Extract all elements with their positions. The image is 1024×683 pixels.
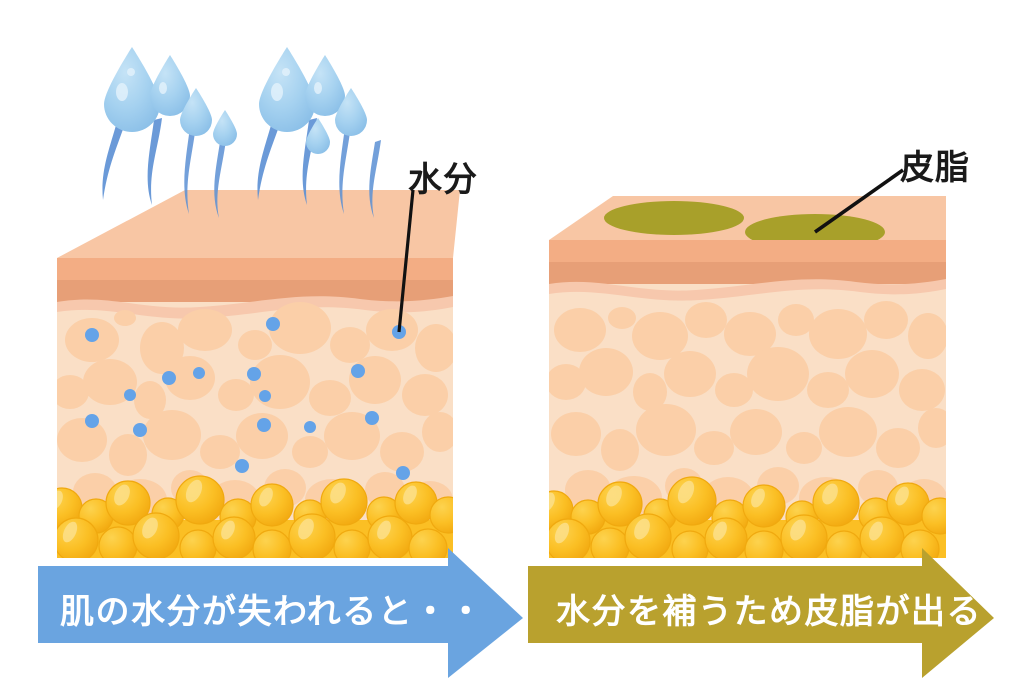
droplet-trail (184, 125, 196, 214)
water-callout-line (397, 189, 415, 333)
water-droplet (150, 55, 190, 116)
water-droplet (335, 88, 367, 136)
droplet-highlight (271, 83, 283, 101)
water-callout-label: 水分 (408, 161, 478, 199)
droplet-trail (302, 118, 317, 205)
left-dermis-cells (57, 302, 453, 521)
droplet-highlight (314, 82, 322, 94)
right-skin-block (549, 196, 946, 558)
water-droplet-cluster-1 (102, 47, 237, 218)
sebum-callout-label: 皮脂 (900, 149, 970, 187)
sebum-blob (604, 201, 744, 235)
left-skin-block (57, 190, 460, 558)
droplet-highlight (116, 83, 128, 101)
water-droplet (305, 55, 345, 116)
water-dots (85, 317, 410, 480)
droplet-trail (257, 115, 283, 200)
right-fat-layer (549, 476, 946, 558)
right-process-arrow (528, 548, 994, 678)
droplet-trail (147, 118, 162, 205)
left-process-arrow (38, 548, 523, 678)
droplet-highlight (282, 68, 290, 76)
right-arrow-caption: 水分を補うため皮脂が出る (556, 593, 982, 631)
sebum-callout-line (813, 168, 905, 234)
water-droplet (259, 47, 315, 132)
water-droplet (306, 118, 330, 154)
water-droplet (180, 88, 212, 136)
left-fat-layer (57, 475, 453, 558)
water-droplet (104, 47, 160, 132)
droplet-trail (339, 125, 351, 214)
left-arrow-caption: 肌の水分が失われると・・ (60, 593, 485, 631)
left-surface-top-face (57, 190, 460, 258)
water-droplet-cluster-2 (257, 47, 381, 218)
droplet-trail (369, 140, 381, 218)
droplet-trail (214, 140, 226, 218)
droplet-trail (102, 115, 128, 200)
water-droplet (213, 110, 237, 146)
droplet-highlight (127, 68, 135, 76)
droplet-highlight (159, 82, 167, 94)
